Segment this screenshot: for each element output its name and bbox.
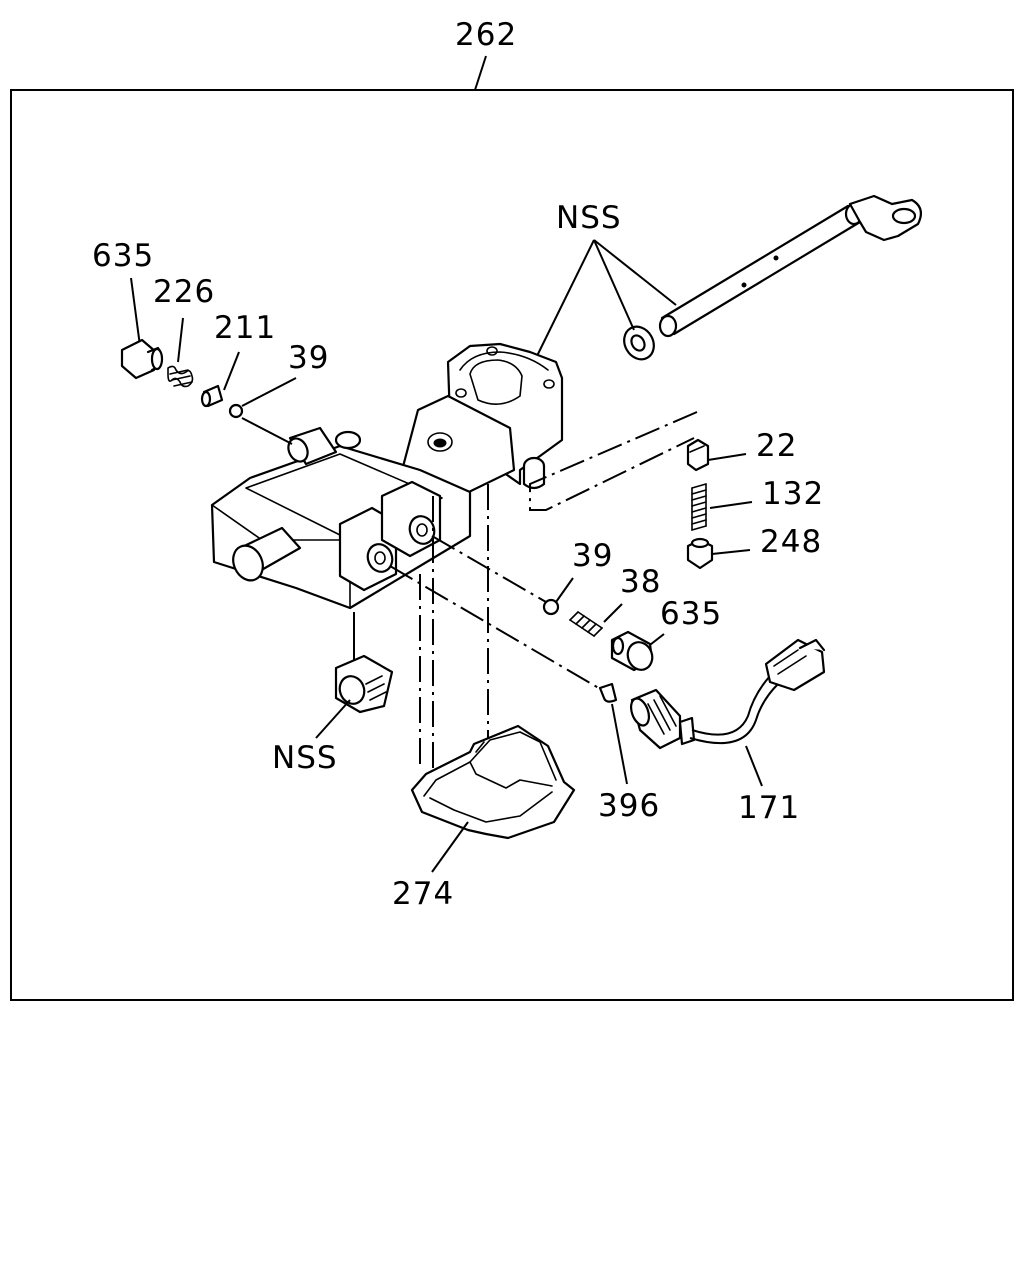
nut-248 [686, 537, 714, 570]
label-132: 132 [762, 476, 824, 512]
spring-38 [569, 611, 603, 637]
plug-635-left [120, 338, 164, 380]
nss-top-label: NSS [556, 200, 622, 236]
label-39-mid: 39 [572, 538, 613, 574]
spring-132 [691, 483, 707, 531]
label-22: 22 [756, 428, 797, 464]
ball-39-mid [542, 598, 560, 616]
label-171: 171 [738, 790, 800, 826]
label-274: 274 [392, 876, 454, 912]
shift-rod [658, 194, 923, 338]
plug-635-mid [610, 630, 654, 672]
assembly-number-label: 262 [455, 17, 517, 53]
assembly-frame [10, 89, 1014, 1001]
nss-bushing [334, 654, 394, 714]
plunger-22 [686, 438, 710, 472]
label-211: 211 [214, 310, 276, 346]
shift-housing [210, 342, 564, 610]
spring-226 [167, 365, 194, 388]
ball-396 [598, 682, 618, 703]
label-39-left: 39 [288, 340, 329, 376]
switch-171 [629, 638, 826, 750]
plunger-211 [200, 384, 224, 408]
label-396: 396 [598, 788, 660, 824]
label-38: 38 [620, 564, 661, 600]
label-635-left: 635 [92, 238, 154, 274]
nss-bottom-label: NSS [272, 740, 338, 776]
cover-274 [410, 724, 576, 840]
label-248: 248 [760, 524, 822, 560]
ball-39-left [228, 403, 244, 419]
label-226: 226 [153, 274, 215, 310]
washer [623, 325, 655, 361]
label-635-mid: 635 [660, 596, 722, 632]
